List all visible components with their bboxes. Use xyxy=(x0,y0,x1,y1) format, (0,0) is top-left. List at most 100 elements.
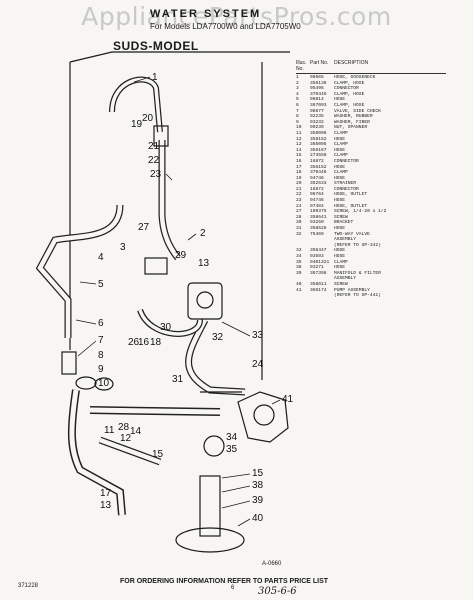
side-check-valve xyxy=(61,351,77,375)
parts-cell-part: 16872 xyxy=(310,158,324,164)
parts-cell-desc: CLAMP xyxy=(334,170,348,176)
callout-26: 26 xyxy=(128,337,140,348)
parts-row: ASSEMBLY xyxy=(296,237,466,243)
callout-2: 2 xyxy=(200,228,206,239)
parts-cell-desc: HOSE xyxy=(334,254,346,259)
parts-row: (REFER TO SP-342) xyxy=(296,243,466,249)
parts-cell-part: 90239 xyxy=(310,125,324,131)
parts-cell-illus: 22 xyxy=(296,192,302,198)
ordering-note: FOR ORDERING INFORMATION REFER TO PARTS … xyxy=(120,578,329,585)
parts-cell-desc: HOSE, GOOSENECK xyxy=(334,75,376,80)
parts-cell-part: 358526 xyxy=(310,226,327,232)
parts-cell-illus: 6 xyxy=(296,102,299,108)
parts-cell-part: 356167 xyxy=(310,147,327,153)
callout-11-a: 11 xyxy=(104,425,115,436)
parts-cell-desc: CLAMP xyxy=(334,259,348,265)
parts-row: (REFER TO SP-441) xyxy=(296,293,466,299)
callout-10: 10 xyxy=(98,378,110,389)
parts-cell-desc: HOSE xyxy=(334,136,346,142)
parts-cell-part: 358641 xyxy=(310,214,327,220)
callout-13-b: 13 xyxy=(100,500,112,511)
section-title: SUDS-MODEL xyxy=(113,39,199,53)
hose-23 xyxy=(158,140,181,261)
parts-cell-part: 98665 xyxy=(310,75,324,80)
hose-16-inner xyxy=(99,437,161,465)
parts-cell-part: 94746 xyxy=(310,175,324,181)
parts-cell-illus xyxy=(296,293,310,299)
parts-cell-desc: SCREW, 1/4-20 x 1/2 xyxy=(334,209,387,215)
parts-cell-part: 96814 xyxy=(310,97,324,103)
parts-cell-desc: WASHER, FIBER xyxy=(334,119,370,125)
parts-cell-part: 95496 xyxy=(310,86,324,92)
parts-cell-illus: 11 xyxy=(296,130,302,136)
parts-cell-part: 93593 xyxy=(310,254,324,259)
parts-cell-part: 367093 xyxy=(310,102,327,108)
parts-cell-part: 370446 xyxy=(310,170,327,176)
parts-cell-part: 93271 xyxy=(310,265,324,271)
parts-cell-desc: STRAINER xyxy=(334,181,357,187)
hose-23-inner xyxy=(159,140,180,260)
parts-cell-desc: (REFER TO SP-441) xyxy=(334,293,381,299)
callout-4: 4 xyxy=(98,252,104,263)
parts-cell-illus: 14 xyxy=(296,147,302,153)
callout-6: 6 xyxy=(98,318,104,329)
callout-16-a: 16 xyxy=(138,337,150,348)
parts-cell-illus: 41 xyxy=(296,287,302,293)
manifold-base xyxy=(175,527,245,553)
callout-33: 33 xyxy=(252,330,264,341)
callout-31: 31 xyxy=(172,374,184,385)
parts-row: 14 356167 HOSE xyxy=(296,148,466,154)
parts-cell-illus: 33 xyxy=(296,248,302,254)
parts-cell-desc: CONNECTOR xyxy=(334,86,359,92)
parts-cell-desc: NUT, SPANNER xyxy=(334,125,368,131)
callout-17: 17 xyxy=(100,488,112,499)
valve-port xyxy=(196,291,214,309)
parts-cell-illus: 2 xyxy=(296,80,299,86)
clamp-35 xyxy=(203,435,225,457)
parts-cell-illus: 35 xyxy=(296,259,302,265)
callout-7: 7 xyxy=(98,335,104,346)
doc-code: 371228 xyxy=(18,583,39,589)
col-illus: Illus. No. xyxy=(296,60,307,72)
two-way-valve xyxy=(187,282,223,320)
parts-cell-illus: 5 xyxy=(296,97,299,103)
parts-cell-illus: 4 xyxy=(296,91,299,97)
watermark: AppliancePartsPros.com xyxy=(81,2,392,31)
parts-cell-illus: 10 xyxy=(296,125,302,131)
parts-cell-illus: 17 xyxy=(296,164,302,170)
parts-cell-desc: CLAMP xyxy=(334,130,348,136)
parts-cell-desc: SCREW xyxy=(334,281,348,287)
callout-21: 21 xyxy=(148,141,160,152)
parts-cell-illus: 13 xyxy=(296,142,302,148)
parts-cell-desc: HOSE xyxy=(334,147,346,153)
parts-cell-desc: ASSEMBLY xyxy=(334,237,357,243)
parts-cell-illus: 19 xyxy=(296,175,302,181)
callout-28: 28 xyxy=(118,422,130,433)
parts-cell-illus: 38 xyxy=(296,265,302,271)
parts-cell-part: 365096 xyxy=(310,142,327,148)
callout-39: 39 xyxy=(252,495,264,506)
hose-5-inner xyxy=(37,204,123,338)
callout-23: 23 xyxy=(150,169,162,180)
callout-8: 8 xyxy=(98,350,104,361)
parts-cell-illus: 31 xyxy=(296,226,302,232)
callout-24: 24 xyxy=(252,359,264,370)
col-desc: DESCRIPTION xyxy=(334,60,369,66)
bracket xyxy=(144,257,168,275)
callout-34: 34 xyxy=(226,432,238,443)
parts-cell-part: 358096 xyxy=(310,130,327,136)
parts-cell-desc: CLAMP, HOSE xyxy=(334,91,365,97)
callout-18: 18 xyxy=(150,337,162,348)
